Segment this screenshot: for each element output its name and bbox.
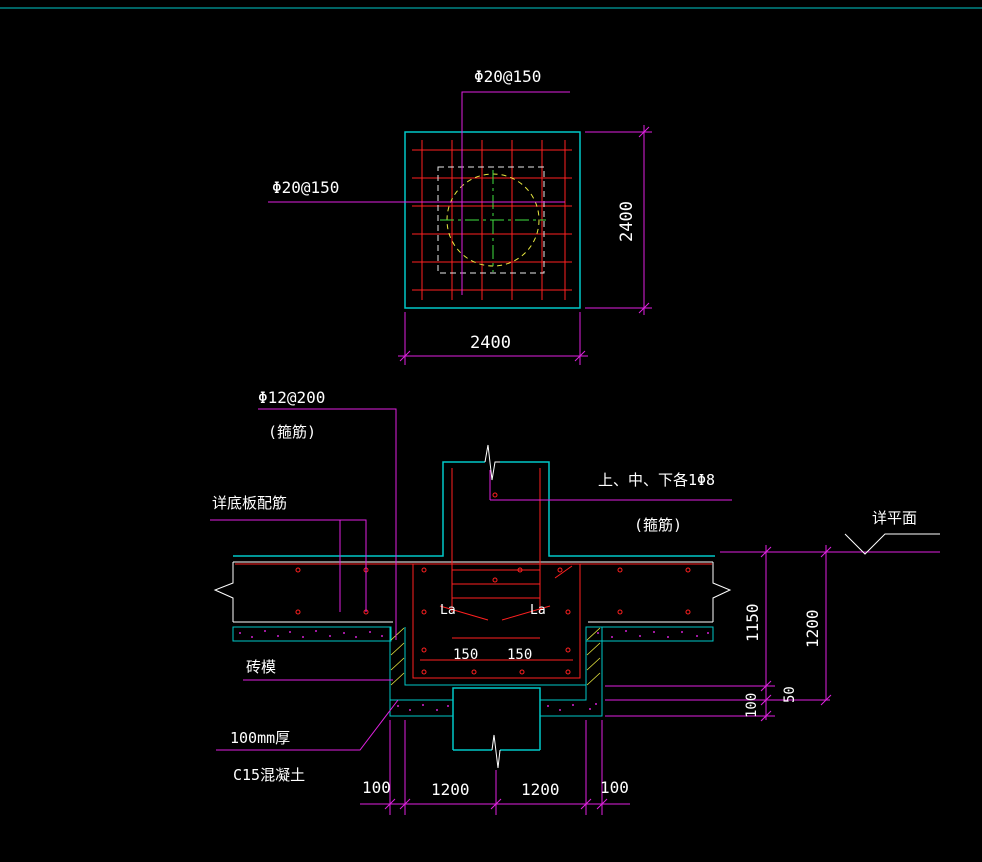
lap-right-label: La xyxy=(530,603,546,618)
inner-right-dim: 150 xyxy=(507,647,532,663)
dim-100-left-label: 100 xyxy=(362,778,391,797)
plan-pile-cap-dashed xyxy=(437,166,545,274)
brick-mould-hatch xyxy=(390,627,601,686)
plan-side-rebar-label: Φ20@150 xyxy=(272,178,339,197)
plan-view: Φ20@150 Φ20@150 2400 2400 xyxy=(268,67,652,365)
plan-rebar-horizontal xyxy=(412,149,572,291)
slab-break-right xyxy=(712,562,732,622)
pile-break-bottom xyxy=(491,734,501,769)
lap-left-label: La xyxy=(440,603,456,618)
section-slab xyxy=(233,561,713,623)
brick-form-label: 砖模 xyxy=(246,658,276,676)
plan-dim-width: 2400 xyxy=(470,333,511,353)
slab-break-left xyxy=(213,562,234,622)
dim-1150-label: 1150 xyxy=(743,603,762,642)
cushion-thickness-label: 100mm厚 xyxy=(230,729,290,747)
stirrup-note: (箍筋) xyxy=(268,423,316,441)
dim-100-vertical-label: 100 xyxy=(744,693,760,718)
level-note: 详平面 xyxy=(872,509,917,527)
slab-rebar-note: 详底板配筋 xyxy=(212,494,287,512)
concrete-speckle xyxy=(239,630,709,711)
inner-left-dim: 150 xyxy=(453,647,478,663)
column-break-top xyxy=(484,444,500,481)
section-dims-bottom xyxy=(360,720,630,815)
cushion-material-label: C15混凝土 xyxy=(233,766,305,784)
section-pile xyxy=(452,687,541,751)
dim-1200-vertical-label: 1200 xyxy=(803,609,822,648)
plan-outline xyxy=(404,131,581,309)
plan-dimensions xyxy=(398,125,652,365)
plan-leaders xyxy=(268,91,570,295)
section-rebar xyxy=(235,468,712,679)
section-column xyxy=(233,461,715,557)
dim-100-right-label: 100 xyxy=(600,778,629,797)
beam-rebar-note: (箍筋) xyxy=(634,516,682,534)
section-leaders xyxy=(210,408,940,751)
cushion-layer xyxy=(232,626,714,717)
plan-top-rebar-label: Φ20@150 xyxy=(474,67,541,86)
plan-dim-height: 2400 xyxy=(617,201,637,242)
stirrup-label: Φ12@200 xyxy=(258,388,325,407)
section-view: Φ12@200 (箍筋) 详底板配筋 上、中、下各1Φ8 (箍筋) 详平面 La… xyxy=(210,388,940,815)
dim-1200-right-label: 1200 xyxy=(521,780,560,799)
rebar-dots xyxy=(295,492,691,675)
section-dims-right xyxy=(605,545,832,722)
dim-1200-left-label: 1200 xyxy=(431,780,470,799)
beam-rebar-label: 上、中、下各1Φ8 xyxy=(598,471,715,489)
level-symbol xyxy=(844,533,940,555)
dim-50-label: 50 xyxy=(782,686,798,703)
